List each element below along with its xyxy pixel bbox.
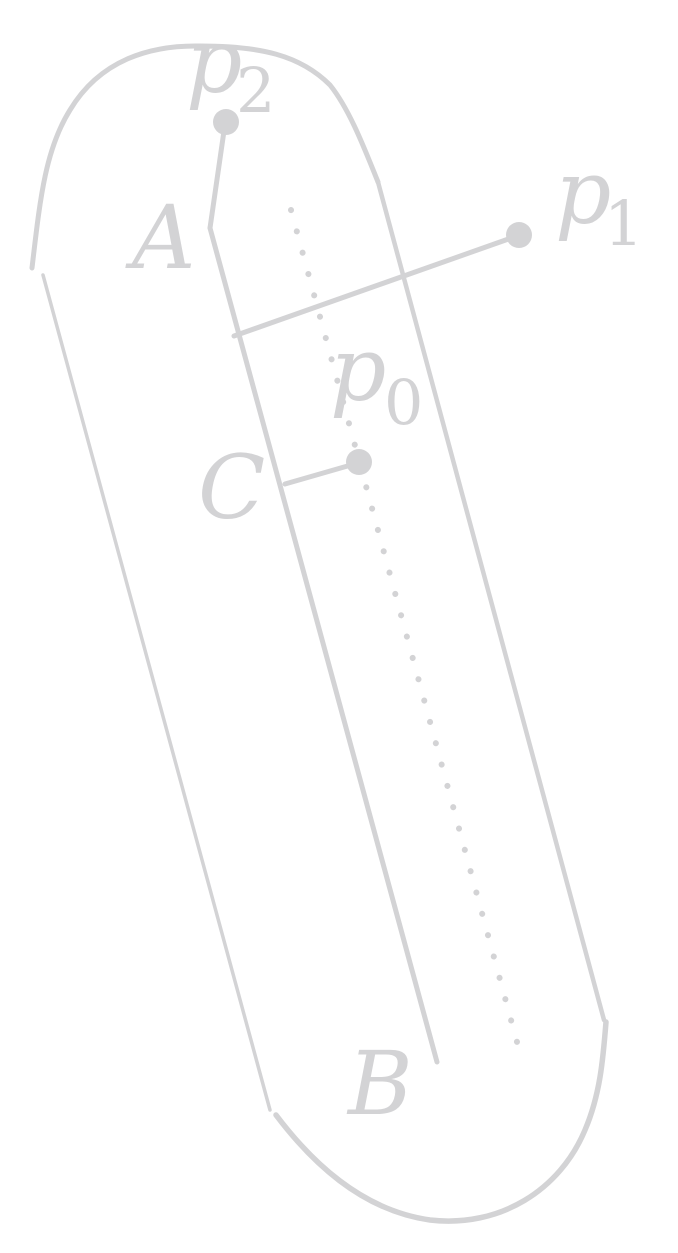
- label-p0: p 0: [330, 318, 423, 439]
- p0-projection-line: [282, 460, 361, 487]
- capsule-bottom-cap: [273, 1019, 609, 1224]
- capsule-top-cap: [29, 43, 381, 271]
- capsule-left-side: [41, 273, 272, 1112]
- p1-projection-line: [231, 233, 520, 339]
- label-p2-base: p: [186, 10, 242, 113]
- capsule-outline: [29, 43, 609, 1224]
- capsule-right-side: [375, 179, 607, 1023]
- p0-point: [346, 449, 372, 475]
- label-p2-subscript: 2: [236, 54, 275, 127]
- label-p0-base: p: [330, 318, 386, 421]
- dotted-axis: [288, 207, 520, 1045]
- segment-ab: [207, 225, 440, 1065]
- label-p1: p 1: [555, 141, 643, 260]
- label-p2: p 2: [186, 10, 275, 127]
- p1-point: [506, 222, 532, 248]
- label-b: B: [346, 1032, 413, 1135]
- label-p0-subscript: 0: [384, 366, 423, 439]
- p2-point: [213, 109, 239, 135]
- label-a: A: [125, 186, 196, 289]
- label-c: C: [198, 436, 265, 539]
- p2-connector: [207, 121, 228, 231]
- label-p1-subscript: 1: [604, 187, 643, 260]
- label-p1-base: p: [555, 141, 611, 244]
